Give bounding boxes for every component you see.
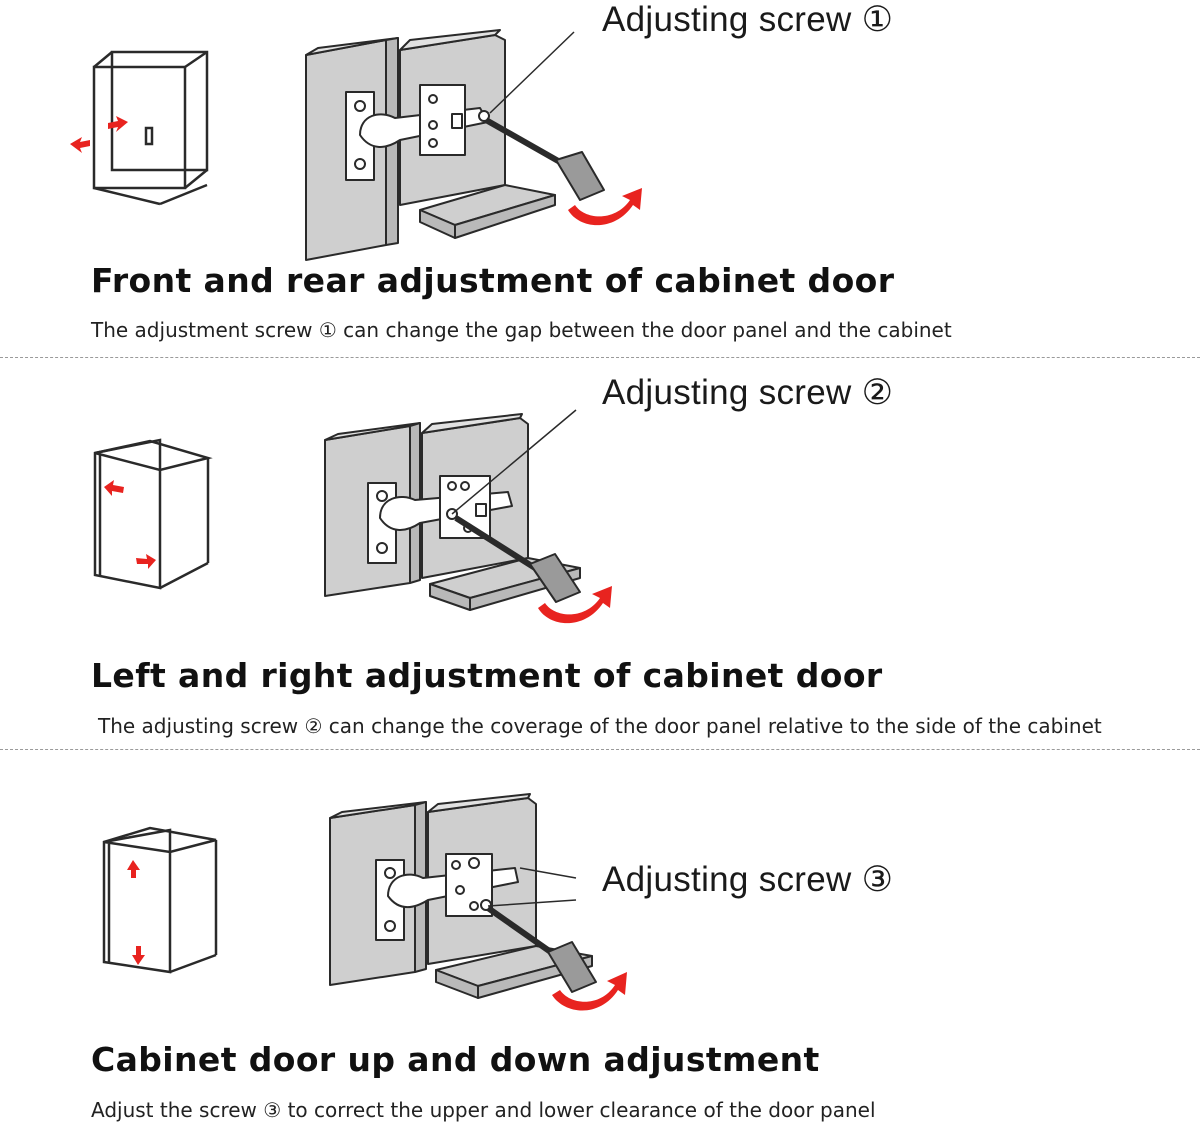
section-2-title: Left and right adjustment of cabinet doo… — [91, 656, 883, 695]
section-left-right: Adjusting screw ② Left and right adjustm… — [0, 358, 1200, 750]
hinge-assembly-icon — [305, 29, 605, 261]
section-3-title: Cabinet door up and down adjustment — [91, 1040, 820, 1079]
direction-arrow-icon — [104, 480, 156, 569]
leader-line — [451, 409, 577, 515]
up-down-illustration — [102, 793, 627, 1011]
leader-line — [489, 31, 575, 114]
front-rear-illustration — [70, 29, 642, 261]
cabinet-box-icon — [93, 438, 213, 590]
rotation-arrow-icon — [538, 586, 612, 624]
rotation-arrow-icon — [552, 972, 627, 1011]
left-right-illustration — [93, 409, 612, 624]
hinge-assembly-icon — [324, 413, 581, 611]
section-up-down: Adjusting screw ③ Cabinet door up and do… — [0, 750, 1200, 1124]
adjusting-screw-1-label: Adjusting screw ① — [602, 0, 894, 39]
cabinet-box-icon — [92, 50, 209, 206]
cabinet-box-icon — [102, 826, 218, 974]
leader-line — [487, 899, 577, 907]
section-divider — [0, 357, 1200, 358]
direction-arrow-icon — [70, 116, 128, 153]
adjusting-screw-2-label: Adjusting screw ② — [602, 373, 894, 412]
section-1-title: Front and rear adjustment of cabinet doo… — [91, 261, 895, 300]
section-1-description: The adjustment screw ① can change the ga… — [91, 318, 952, 342]
rotation-arrow-icon — [568, 188, 642, 226]
direction-arrow-icon — [127, 860, 145, 965]
leader-line — [519, 867, 577, 879]
section-front-rear: Adjusting screw ① Front and rear adjustm… — [0, 0, 1200, 358]
section-divider — [0, 749, 1200, 750]
section-2-description: The adjusting screw ② can change the cov… — [98, 714, 1102, 738]
hinge-assembly-icon — [329, 793, 597, 999]
section-3-description: Adjust the screw ③ to correct the upper … — [91, 1098, 876, 1122]
adjusting-screw-3-label: Adjusting screw ③ — [602, 860, 894, 899]
